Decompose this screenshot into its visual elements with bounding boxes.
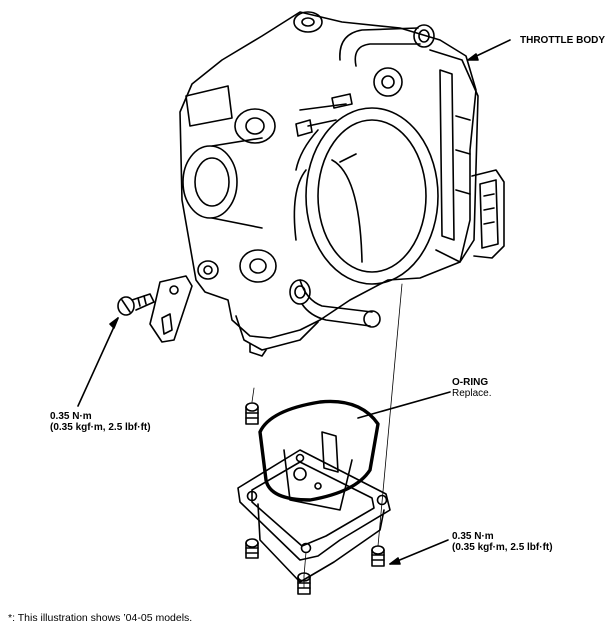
torque-left-line2: (0.35 kgf·m, 2.5 lbf·ft) <box>50 422 151 433</box>
leader-oring <box>357 391 451 419</box>
leader-right-arrow <box>389 557 401 565</box>
screw-upper-left <box>245 402 259 425</box>
leader-right <box>389 539 449 565</box>
o-ring <box>258 399 380 502</box>
bracket <box>149 275 193 343</box>
torque-right-line1: 0.35 N·m <box>452 531 494 542</box>
screw-right <box>371 545 385 567</box>
screw-bottom <box>297 572 311 595</box>
throttle-body <box>179 11 505 357</box>
leader-left <box>77 317 119 407</box>
o-ring-label: O-RING <box>452 377 489 388</box>
leader-left-arrow <box>109 317 119 329</box>
alignment-lines <box>251 283 403 589</box>
throttle-body-label: THROTTLE BODY <box>520 35 605 46</box>
leader-throttle-body-arrow <box>467 53 479 61</box>
screw-lower-left <box>245 538 259 559</box>
torque-right-line2: (0.35 kgf·m, 2.5 lbf·ft) <box>452 542 553 553</box>
bracket-screw <box>117 293 155 316</box>
cover <box>237 431 391 583</box>
torque-left-line1: 0.35 N·m <box>50 411 92 422</box>
o-ring-note: Replace. <box>452 388 492 399</box>
footnote: *: This illustration shows ’04-05 models… <box>8 612 193 624</box>
